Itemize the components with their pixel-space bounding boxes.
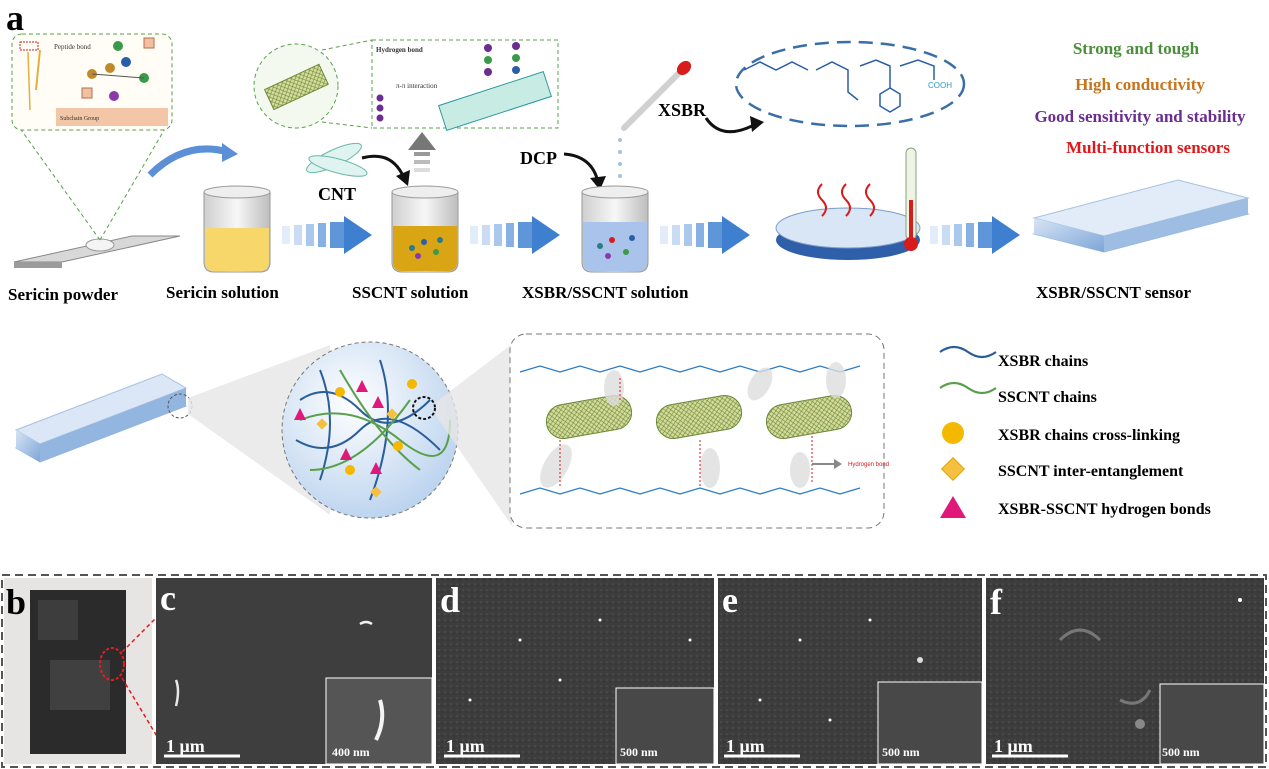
panel-a-letter: a [6,0,24,38]
sensor-slab-left [14,373,193,463]
panel-e-letter: e [722,580,738,620]
panel-f-scale-main: 1 μm [994,736,1033,756]
sericin-solution-beaker [203,185,271,273]
legend-sscnt-chains: SSCNT chains [998,389,1097,406]
sensor-slab-illustration [1032,179,1250,253]
panel-c-sem: 1 μm 400 nm [156,578,433,765]
yellow-diamond-icon [940,456,966,482]
panel-d-letter: d [440,580,460,620]
panel-d-scale-main: 1 μm [446,736,485,756]
step-label-sericin-solution: Sericin solution [166,283,279,302]
sericin-powder-illustration [13,119,181,268]
cooh-label: COOH [928,81,952,90]
cnt-bundle-illustration [306,142,368,177]
yellow-circle-icon [942,422,964,444]
blue-wave-icon [939,345,997,359]
panel-d-scale-inset: 500 nm [620,745,658,759]
panel-c-scale-inset: 400 nm [332,745,370,759]
dcp-label: DCP [520,148,557,168]
property-multifunction: Multi-function sensors [1066,138,1230,157]
xsbr-sscnt-solution-beaker [581,185,649,273]
xsbr-polymer-structure: COOH [734,40,966,128]
molecular-detail-box: Hydrogen bond [509,333,889,529]
cnt-tube-inset: Hydrogen bond π-π interaction [253,39,559,131]
panel-f-letter: f [990,582,1003,622]
panel-e-sem: 1 μm 500 nm [718,578,983,765]
legend: XSBR chains SSCNT chains XSBR chains cro… [939,345,1211,518]
property-strong-tough: Strong and tough [1073,39,1200,58]
panel-b-photo [4,578,159,764]
step-label-sensor: XSBR/SSCNT sensor [1036,283,1192,302]
legend-entanglement: SSCNT inter-entanglement [998,463,1184,480]
panel-f-scale-inset: 500 nm [1162,745,1200,759]
pipette-illustration [618,60,692,190]
sericin-structure-inset: Peptide bond Subchain Group [11,33,173,131]
sscnt-solution-beaker [391,185,459,273]
cnt-label: CNT [318,184,356,204]
legend-cross-linking: XSBR chains cross-linking [998,427,1180,444]
pink-triangle-icon [940,496,966,518]
pi-interaction-label: π-π interaction [396,82,438,90]
thermometer-icon [904,147,918,251]
zoom-cone-2 [436,344,512,526]
xsbr-label: XSBR [658,100,707,120]
step-label-sericin-powder: Sericin powder [8,285,118,304]
step-label-xsbr-sscnt-solution: XSBR/SSCNT solution [522,283,689,302]
zoom-up-arrow [408,132,436,172]
panel-e-scale-main: 1 μm [726,736,765,756]
curved-arrow-icon [147,145,229,178]
process-arrow-3 [660,216,750,254]
property-high-conductivity: High conductivity [1075,75,1205,94]
bottom-row-border [1,574,1267,768]
property-sensitivity-stability: Good sensitivity and stability [1034,107,1246,126]
heated-petri-dish [775,183,921,260]
network-sphere [281,341,459,519]
panel-c-letter: c [160,578,176,618]
hbond-annotation: Hydrogen bond [848,462,889,468]
legend-xsbr-chains: XSBR chains [998,353,1088,370]
process-arrow-2 [470,216,560,254]
process-arrow-1 [282,216,372,254]
green-wave-icon [939,381,997,395]
peptide-bond-label: Peptide bond [54,43,91,51]
panel-c-scale-main: 1 μm [166,736,205,756]
panel-d-sem: 1 μm 500 nm [436,578,715,765]
process-arrow-4 [930,216,1020,254]
panel-f-sem: 1 μm 500 nm [986,578,1265,765]
hydrogen-bond-inset-label: Hydrogen bond [376,46,423,54]
panel-e-scale-inset: 500 nm [882,745,920,759]
step-label-sscnt-solution: SSCNT solution [352,283,469,302]
legend-hydrogen-bonds: XSBR-SSCNT hydrogen bonds [998,501,1211,518]
subchain-group-label: Subchain Group [60,116,99,122]
panel-b-letter: b [6,582,26,622]
